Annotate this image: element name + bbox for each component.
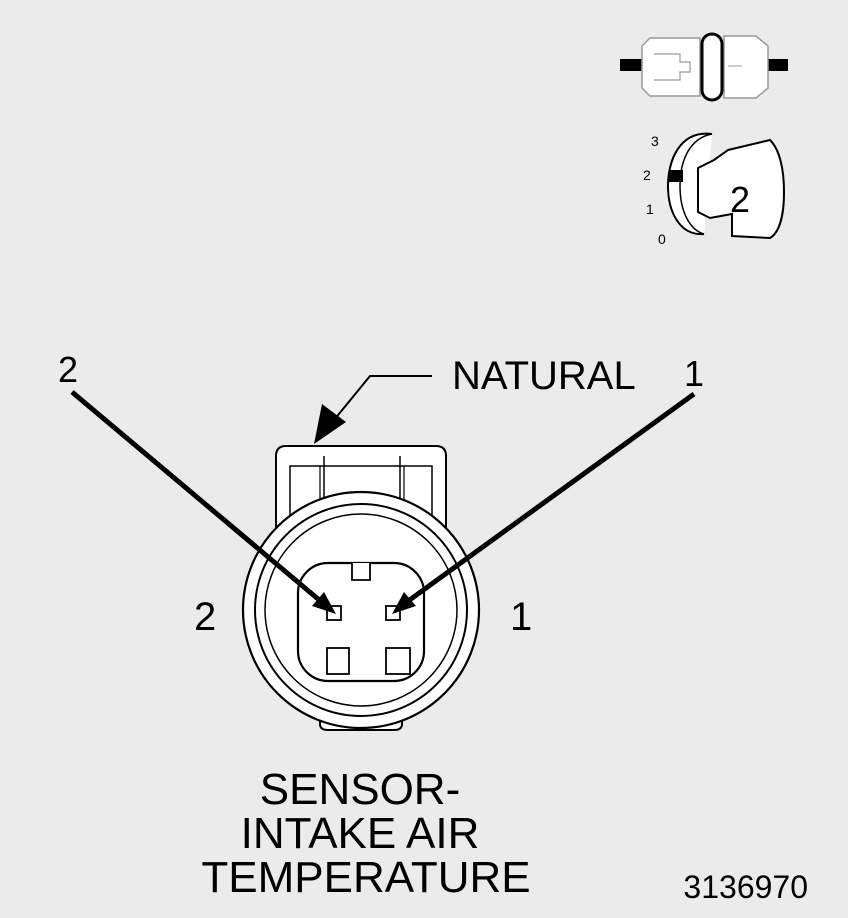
component-title-line-1: SENSOR- (260, 765, 460, 814)
scale-label-3: 3 (651, 133, 659, 149)
connector-count-label: 2 (730, 179, 750, 220)
pin-callout-left: 2 (58, 349, 78, 390)
scale-label-2: 2 (643, 167, 651, 183)
pin-1-leader-line (392, 391, 696, 614)
connector-face (241, 445, 481, 731)
connector-position-icon (666, 132, 786, 240)
pin-label-right: 1 (510, 595, 532, 639)
color-label: NATURAL (452, 354, 636, 398)
component-title-line-3: TEMPERATURE (201, 853, 530, 902)
pin-label-left: 2 (194, 595, 216, 639)
color-leader-line (314, 375, 432, 444)
figure-number: 3136970 (683, 869, 808, 905)
pin-2-leader-line (70, 390, 336, 614)
component-title-line-2: INTAKE AIR (241, 809, 480, 858)
connector-side-view-icon (620, 32, 788, 102)
pin-callout-right: 1 (684, 353, 704, 394)
scale-label-0: 0 (658, 231, 666, 247)
scale-label-1: 1 (646, 201, 654, 217)
